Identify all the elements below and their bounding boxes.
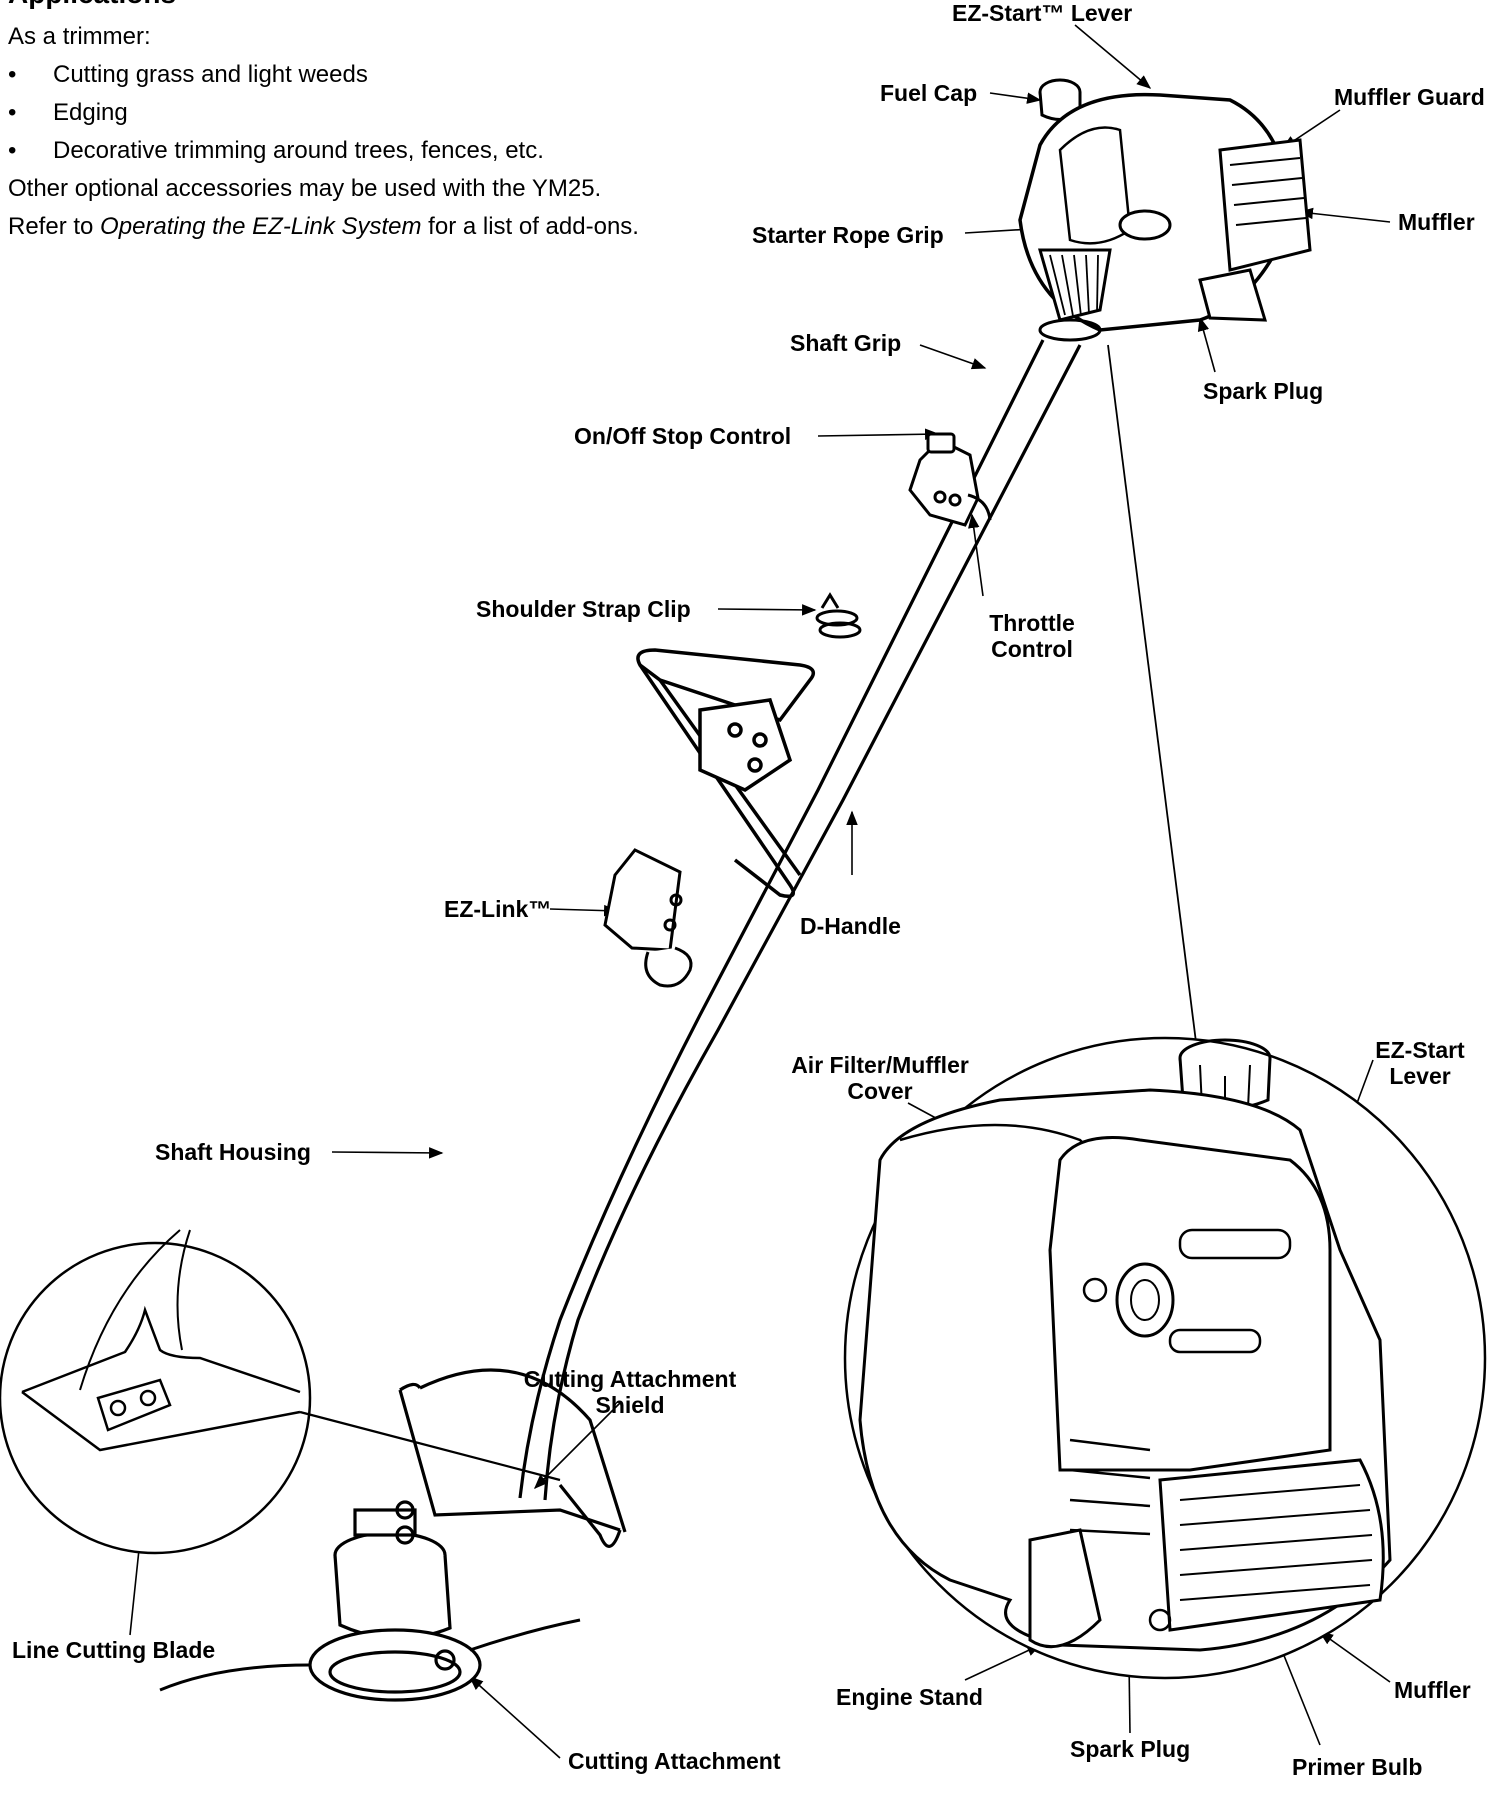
note-reference: Operating the EZ-Link System <box>100 213 422 240</box>
label-ez-link: EZ-Link™ <box>444 896 552 922</box>
use-item: Cutting grass and light weeds <box>8 56 728 94</box>
label-shield-line2: Shield <box>595 1392 665 1418</box>
note-prefix: Refer to <box>8 213 101 240</box>
intro-note-line2: Refer to Operating the EZ-Link System fo… <box>8 208 728 246</box>
uses-list: Cutting grass and light weeds Edging Dec… <box>8 56 728 170</box>
label-air-filter-muffler-cover: Air Filter/Muffler Cover <box>780 1052 980 1104</box>
label-muffler-guard: Muffler Guard <box>1334 84 1485 110</box>
label-spark-plug-top: Spark Plug <box>1203 378 1324 404</box>
label-cutting-attachment-shield: Cutting Attachment Shield <box>510 1366 750 1418</box>
intro-note-line1: Other optional accessories may be used w… <box>8 175 602 202</box>
strap-clip <box>815 592 862 639</box>
inset-connector-line <box>1107 344 1199 1059</box>
label-spark-plug-inset: Spark Plug <box>1070 1736 1191 1762</box>
label-ez-start-lever: EZ-Start Lever <box>1370 1037 1470 1089</box>
label-muffler-top: Muffler <box>1398 209 1475 235</box>
ez-link-coupler <box>603 848 693 988</box>
note-suffix: for a list of add-ons. <box>421 213 639 240</box>
label-shoulder-strap-clip: Shoulder Strap Clip <box>476 596 691 622</box>
use-item: Decorative trimming around trees, fences… <box>8 132 728 170</box>
label-line-cutting-blade: Line Cutting Blade <box>12 1637 216 1663</box>
label-starter-rope-grip: Starter Rope Grip <box>752 222 944 248</box>
label-d-handle: D-Handle <box>800 913 901 939</box>
label-fuel-cap: Fuel Cap <box>880 80 978 106</box>
blade-inset <box>0 1229 561 1555</box>
throttle-housing <box>908 432 992 527</box>
label-muffler-inset: Muffler <box>1394 1677 1471 1703</box>
label-ez-start-line2: Lever <box>1389 1063 1451 1089</box>
label-ez-start-line1: EZ-Start <box>1375 1037 1465 1063</box>
label-air-filter-line2: Cover <box>847 1078 913 1104</box>
label-shield-line1: Cutting Attachment <box>523 1366 737 1392</box>
cutting-head <box>159 1368 627 1702</box>
label-throttle-line2: Control <box>991 636 1073 662</box>
label-ez-start-tm-lever: EZ-Start™ Lever <box>952 0 1133 26</box>
use-item: Edging <box>8 94 728 132</box>
label-throttle-control: Throttle Control <box>982 610 1082 662</box>
label-primer-bulb: Primer Bulb <box>1292 1754 1423 1780</box>
label-shaft-grip: Shaft Grip <box>790 330 902 356</box>
trimmer-shaft <box>518 339 1082 1501</box>
label-engine-stand: Engine Stand <box>836 1684 983 1710</box>
label-air-filter-line1: Air Filter/Muffler <box>791 1052 969 1078</box>
label-cutting-attachment: Cutting Attachment <box>568 1748 781 1774</box>
d-handle-shape <box>636 648 816 898</box>
intro-as-trimmer: As a trimmer: <box>8 23 151 50</box>
label-shaft-housing: Shaft Housing <box>155 1139 311 1165</box>
intro-heading: Applications <box>8 0 176 10</box>
label-on-off-stop-control: On/Off Stop Control <box>574 423 792 449</box>
engine-top <box>1018 78 1312 342</box>
label-throttle-line1: Throttle <box>989 610 1075 636</box>
engine-inset <box>843 1036 1487 1680</box>
intro-text: As a trimmer: Cutting grass and light we… <box>8 18 728 246</box>
